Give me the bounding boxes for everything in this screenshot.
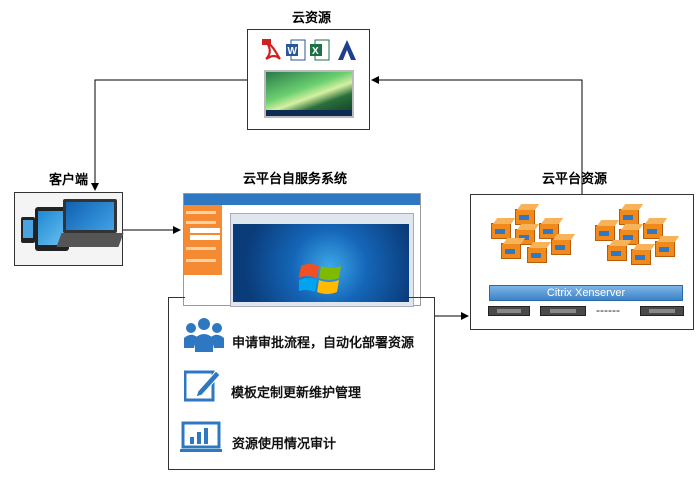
desktop-window xyxy=(230,213,414,307)
vm-icon xyxy=(551,239,571,255)
server-icon xyxy=(540,306,586,316)
windows-logo-icon xyxy=(299,264,341,294)
word-icon: W xyxy=(286,39,306,61)
laptop-icon xyxy=(63,199,117,233)
vm-icon xyxy=(539,223,559,239)
self-service-label: 云平台自服务系统 xyxy=(243,172,348,187)
client-box xyxy=(14,192,124,266)
portal-screenshot xyxy=(183,193,421,307)
server-icon xyxy=(488,306,530,316)
feature-audit-text: 资源使用情况审计 xyxy=(232,437,337,452)
edit-icon xyxy=(184,370,221,402)
vm-icon xyxy=(631,249,651,265)
vm-icon xyxy=(595,225,615,241)
excel-icon: X xyxy=(310,39,330,61)
svg-text:W: W xyxy=(288,46,298,57)
users-icon xyxy=(184,318,224,352)
vm-icon xyxy=(491,223,511,239)
client-label: 客户端 xyxy=(49,173,89,188)
autodesk-icon xyxy=(338,40,356,60)
phone-icon xyxy=(21,217,35,243)
desktop-thumbnail xyxy=(264,70,354,118)
server-icon xyxy=(640,306,684,316)
vm-icon xyxy=(527,247,547,263)
svg-text:X: X xyxy=(312,46,319,57)
servers-ellipsis: ------ xyxy=(596,303,620,317)
vm-icon xyxy=(655,241,675,257)
cloud-resources-label: 云资源 xyxy=(292,11,332,26)
chart-icon xyxy=(180,421,222,452)
feature-approval-text: 申请审批流程，自动化部署资源 xyxy=(232,336,415,351)
vm-icon xyxy=(643,223,663,239)
pdf-icon xyxy=(262,39,281,60)
xenserver-bar: Citrix Xenserver xyxy=(489,285,683,301)
cloud-resources-box: W X xyxy=(247,29,370,130)
feature-box xyxy=(168,297,435,470)
feature-template-text: 模板定制更新维护管理 xyxy=(231,386,362,401)
portal-header xyxy=(184,194,420,205)
vm-icon xyxy=(501,243,521,259)
platform-resources-label: 云平台资源 xyxy=(542,172,608,187)
vm-icon xyxy=(607,245,627,261)
portal-sidebar xyxy=(184,205,222,275)
